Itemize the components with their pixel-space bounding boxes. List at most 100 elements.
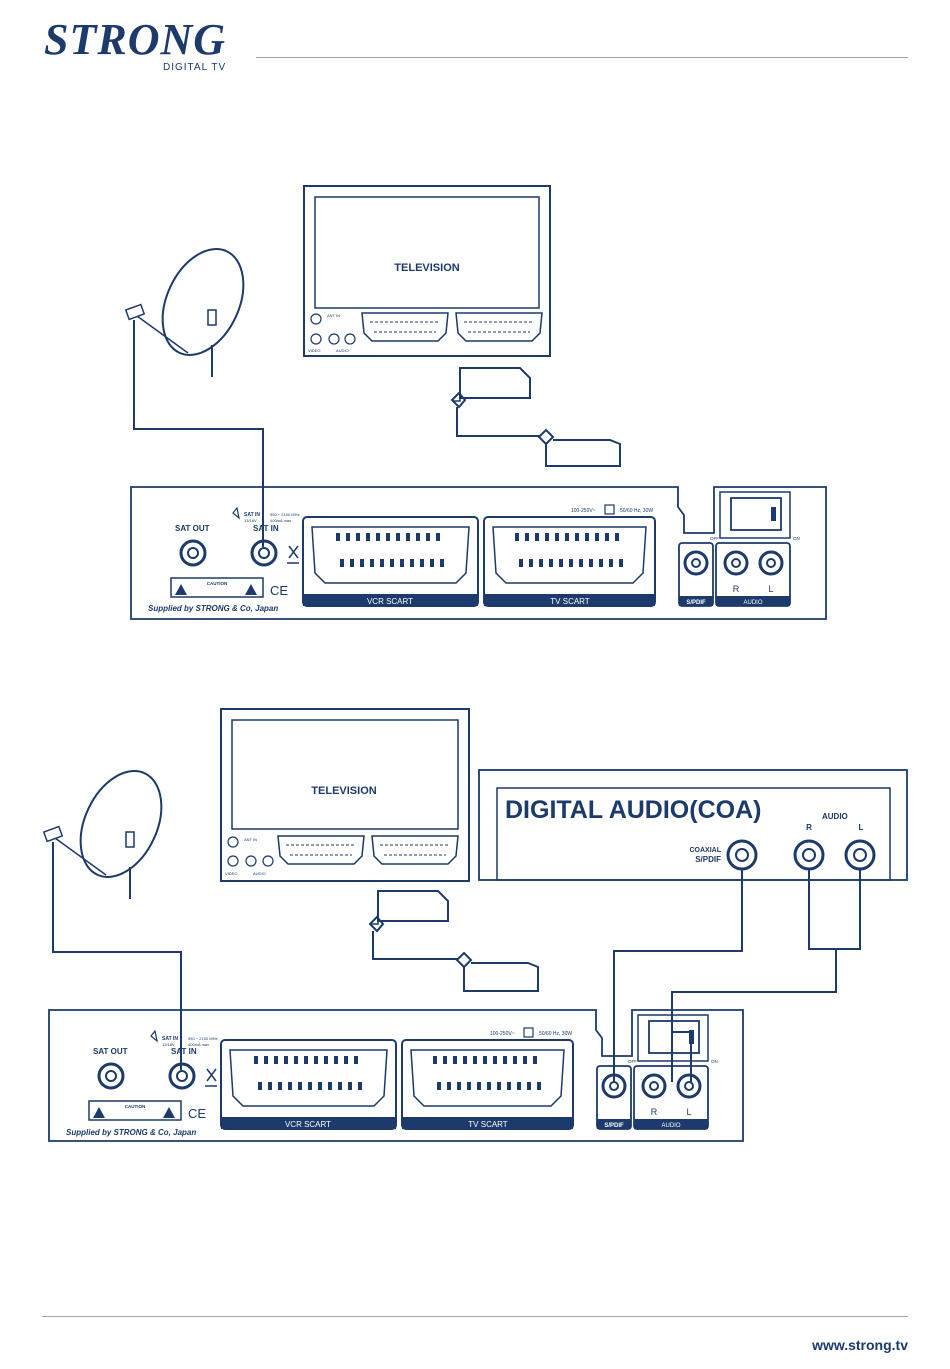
tv-scart-2 xyxy=(455,312,543,342)
volt-label: 13/18V xyxy=(244,518,257,523)
ant-in-jack xyxy=(227,836,239,848)
audio-l-label: L xyxy=(686,1107,691,1117)
tv-scart-label: TV SCART xyxy=(550,597,590,606)
website-link[interactable]: www.strong.tv xyxy=(812,1337,908,1353)
spdif-label: S/PDIF xyxy=(686,600,706,606)
caution-label: CAUTION xyxy=(207,581,228,586)
current-label: 400mA max xyxy=(270,518,291,523)
audio-r-label: R xyxy=(651,1107,658,1117)
amp-l-label: L xyxy=(859,823,864,832)
supplied-label: Supplied by STRONG & Co, Japan xyxy=(66,1128,196,1137)
power-spec-label: 50/60 Hz, 30W xyxy=(620,508,653,514)
tv-scart-1 xyxy=(277,835,365,865)
current-label: 400mA max xyxy=(188,1042,209,1047)
spdif-connector xyxy=(683,550,709,576)
sat-in-small-label: SAT IN xyxy=(162,1036,178,1042)
audio-l-connector xyxy=(676,1073,702,1099)
tv-scart-2 xyxy=(371,835,459,865)
audio-l-connector xyxy=(758,550,784,576)
footer-rule xyxy=(42,1316,908,1317)
audio-label: AUDIO xyxy=(743,600,762,606)
volt-label: 13/18V xyxy=(162,1042,175,1047)
tv-scart-label: TV SCART xyxy=(468,1120,508,1129)
sat-in-small-label: SAT IN xyxy=(244,512,260,518)
sat-out-label: SAT OUT xyxy=(93,1047,128,1056)
scart-cable-2 xyxy=(368,890,539,992)
satellite-dish-1 xyxy=(124,248,245,377)
receiver-panel-2: SAT OUT SAT IN SAT IN 950 ~ 2150 MHz 13/… xyxy=(48,1009,744,1142)
lnb-mount xyxy=(207,309,217,326)
sat-in-connector xyxy=(250,539,278,567)
lnb-mount xyxy=(125,831,135,848)
audio-label: AUDIO xyxy=(336,348,349,353)
amp-audio-l-connector xyxy=(844,839,876,871)
vcr-scart-label: VCR SCART xyxy=(367,597,413,606)
ce-mark: CE xyxy=(188,1106,206,1121)
supplied-label: Supplied by STRONG & Co, Japan xyxy=(148,604,278,613)
tv-scart-1 xyxy=(361,312,449,342)
spdif-connector xyxy=(601,1073,627,1099)
on-label: ON xyxy=(711,1059,718,1064)
satellite-dish-2 xyxy=(42,770,163,899)
amp-coaxial-label: COAXIAL xyxy=(690,847,722,854)
digital-audio-amplifier: DIGITAL AUDIO(COA) AUDIO R L COAXIAL S/P… xyxy=(478,769,908,881)
sat-out-label: SAT OUT xyxy=(175,524,210,533)
amp-audio-label: AUDIO xyxy=(822,812,848,821)
audio-label: AUDIO xyxy=(661,1123,680,1129)
scart-pins xyxy=(286,844,450,856)
vcr-scart-label: VCR SCART xyxy=(285,1120,331,1129)
television-1: TELEVISION ANT IN VIDEO AUDIO xyxy=(303,185,551,357)
off-label: OFF xyxy=(710,536,719,541)
header-rule xyxy=(256,57,908,58)
sat-in-label: SAT IN xyxy=(253,524,279,533)
audio-jack-l xyxy=(262,855,274,867)
amp-coaxial-connector xyxy=(726,839,758,871)
power-symbol xyxy=(604,504,615,515)
caution-box xyxy=(88,1100,182,1121)
ant-in-label: ANT IN xyxy=(327,313,340,318)
warning-icon xyxy=(150,1029,158,1043)
caution-box xyxy=(170,577,264,598)
amp-title: DIGITAL AUDIO(COA) xyxy=(505,796,761,824)
audio-jack-r xyxy=(328,333,340,345)
scart-pins xyxy=(370,321,534,333)
audio-r-label: R xyxy=(733,584,740,594)
strong-logo: STRONG DIGITAL TV xyxy=(40,14,240,76)
video-label: VIDEO xyxy=(308,348,320,353)
power-spec-label: 50/60 Hz, 30W xyxy=(539,1031,572,1037)
ant-in-label: ANT IN xyxy=(244,837,257,842)
audio-jack-r xyxy=(245,855,257,867)
ant-in-jack xyxy=(310,313,322,325)
amp-audio-r-connector xyxy=(793,839,825,871)
audio-r-connector xyxy=(723,550,749,576)
video-jack xyxy=(310,333,322,345)
receiver-panel-1: SAT OUT SAT IN SAT IN 950 ~ 2150 MHz 13/… xyxy=(130,486,827,620)
weee-icon xyxy=(205,1068,217,1087)
amp-r-label: R xyxy=(806,823,812,832)
power-switch xyxy=(637,1014,709,1062)
lnb-icon xyxy=(124,303,146,321)
ce-mark: CE xyxy=(270,583,288,598)
sat-out-connector xyxy=(97,1062,125,1090)
television-2: TELEVISION ANT IN VIDEO AUDIO xyxy=(220,708,470,882)
scart-cable-1 xyxy=(450,367,621,467)
sat-in-connector xyxy=(168,1062,196,1090)
sat-out-connector xyxy=(179,539,207,567)
coax-cable-1 xyxy=(133,320,264,547)
audio-r-connector xyxy=(641,1073,667,1099)
freq-label: 950 ~ 2150 MHz xyxy=(270,512,299,517)
lnb-icon xyxy=(42,825,64,843)
off-label: OFF xyxy=(628,1059,637,1064)
brand-subtitle: DIGITAL TV xyxy=(163,62,227,73)
on-label: ON xyxy=(793,536,800,541)
power-symbol xyxy=(523,1027,534,1038)
warning-icon xyxy=(232,506,240,520)
audio-l-label: L xyxy=(768,584,773,594)
amp-spdif-label: S/PDIF xyxy=(695,855,721,864)
coax-cable-2 xyxy=(52,842,182,1070)
video-jack xyxy=(227,855,239,867)
sat-in-label: SAT IN xyxy=(171,1047,197,1056)
brand-name: STRONG xyxy=(44,15,227,64)
tv-label: TELEVISION xyxy=(394,262,459,274)
